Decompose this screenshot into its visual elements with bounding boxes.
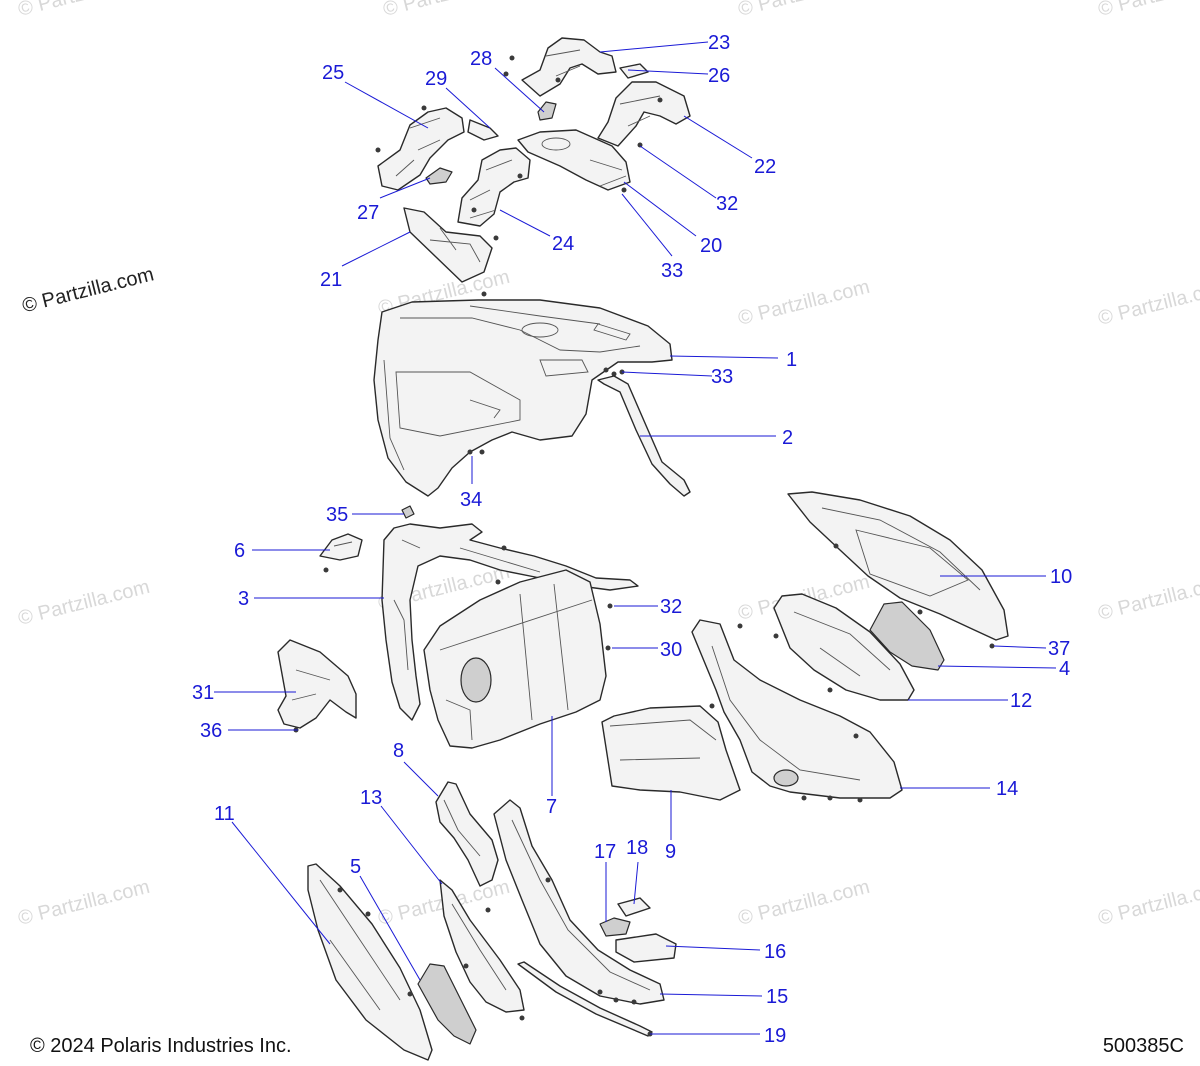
- hardware-screws-top: [375, 55, 663, 241]
- callout-26[interactable]: 26: [708, 65, 730, 87]
- hardware-screws-bottom: [337, 877, 653, 1037]
- part-4-duct[interactable]: [869, 601, 945, 671]
- callout-9[interactable]: 9: [665, 841, 676, 863]
- callout-11[interactable]: 11: [214, 803, 235, 825]
- callout-36[interactable]: 36: [200, 720, 222, 742]
- callout-8[interactable]: 8: [393, 740, 404, 762]
- watermark: © Partzilla.com: [16, 0, 152, 21]
- part-24-bracket[interactable]: [457, 147, 531, 227]
- part-6-bracket[interactable]: [319, 533, 363, 561]
- part-29-bracket[interactable]: [467, 119, 499, 141]
- callout-34[interactable]: 34: [460, 489, 482, 511]
- callout-labels: 1 2 3 4 5 6 7 8 9 10 11 12 13 14 15 16 1…: [192, 32, 1072, 1047]
- callout-24[interactable]: 24: [552, 233, 574, 255]
- document-number: 500385C: [1102, 1035, 1184, 1057]
- part-15-floor-panel[interactable]: [493, 799, 665, 1005]
- part-17-block[interactable]: [599, 917, 631, 937]
- part-13-bracket[interactable]: [439, 879, 525, 1013]
- part-12-panel[interactable]: [773, 593, 915, 701]
- part-22-bracket[interactable]: [597, 81, 691, 147]
- callout-35[interactable]: 35: [326, 504, 348, 526]
- callout-23[interactable]: 23: [708, 32, 730, 54]
- part-1-cab-cover[interactable]: [373, 299, 673, 497]
- copyright-text: © 2024 Polaris Industries Inc.: [30, 1035, 292, 1057]
- callout-15[interactable]: 15: [766, 986, 788, 1008]
- callout-30[interactable]: 30: [660, 639, 682, 661]
- watermark: © Partzilla.com: [16, 576, 152, 630]
- part-14-floor-panel[interactable]: [691, 619, 903, 799]
- part-9-duct[interactable]: [601, 705, 741, 801]
- watermark: © Partzilla.com: [381, 0, 517, 21]
- part-7-floor-panel[interactable]: [423, 569, 607, 749]
- part-11-side-panel[interactable]: [307, 863, 433, 1061]
- part-18-block[interactable]: [617, 897, 651, 917]
- part-26-bracket[interactable]: [619, 63, 649, 79]
- part-16-pad[interactable]: [615, 933, 677, 963]
- hardware-screws-cab: [467, 291, 625, 455]
- callout-32b[interactable]: 32: [660, 596, 682, 618]
- callout-3[interactable]: 3: [238, 588, 249, 610]
- part-20-duct[interactable]: [517, 129, 631, 191]
- watermark: © Partzilla.com: [736, 876, 872, 930]
- callout-7[interactable]: 7: [546, 796, 557, 818]
- callout-6[interactable]: 6: [234, 540, 245, 562]
- callout-31[interactable]: 31: [192, 682, 214, 704]
- callout-33b[interactable]: 33: [711, 366, 733, 388]
- callout-19[interactable]: 19: [764, 1025, 786, 1047]
- part-23-bracket[interactable]: [521, 37, 617, 97]
- part-31-bracket[interactable]: [277, 639, 357, 729]
- callout-13[interactable]: 13: [360, 787, 382, 809]
- callout-33[interactable]: 33: [661, 260, 683, 282]
- callout-37[interactable]: 37: [1048, 638, 1070, 660]
- callout-17[interactable]: 17: [594, 841, 616, 863]
- watermark: © Partzilla.com: [1096, 571, 1200, 625]
- callout-21[interactable]: 21: [320, 269, 342, 291]
- part-27-clip[interactable]: [425, 167, 453, 185]
- watermark: © Partzilla.com: [1096, 276, 1200, 330]
- watermark: © Partzilla.com: [16, 876, 152, 930]
- hardware-screws-right: [709, 543, 995, 803]
- part-25-bracket[interactable]: [377, 107, 465, 191]
- callout-4[interactable]: 4: [1059, 658, 1070, 680]
- leader-lines: [214, 41, 1057, 1035]
- part-35-clip[interactable]: [401, 505, 415, 519]
- part-5-panel[interactable]: [417, 963, 477, 1045]
- watermark: © Partzilla.com: [1096, 0, 1200, 21]
- callout-28[interactable]: 28: [470, 48, 492, 70]
- callout-29[interactable]: 29: [425, 68, 447, 90]
- callout-20[interactable]: 20: [700, 235, 722, 257]
- watermark: © Partzilla.com: [1096, 876, 1200, 930]
- callout-32[interactable]: 32: [716, 193, 738, 215]
- hardware-screws-mid: [293, 545, 613, 733]
- callout-12[interactable]: 12: [1010, 690, 1032, 712]
- part-21-tray[interactable]: [403, 207, 493, 283]
- watermark: © Partzilla.com: [736, 0, 872, 21]
- part-19-strip[interactable]: [517, 961, 653, 1037]
- callout-22[interactable]: 22: [754, 156, 776, 178]
- callout-10[interactable]: 10: [1050, 566, 1072, 588]
- callout-27[interactable]: 27: [357, 202, 379, 224]
- part-10-side-panel[interactable]: [787, 491, 1009, 641]
- callout-2[interactable]: 2: [782, 427, 793, 449]
- watermark: © Partzilla.com: [736, 276, 872, 330]
- callout-5[interactable]: 5: [350, 856, 361, 878]
- part-28-pad[interactable]: [537, 101, 557, 121]
- callout-18[interactable]: 18: [626, 837, 648, 859]
- callout-14[interactable]: 14: [996, 778, 1018, 800]
- part-8-bracket[interactable]: [435, 781, 499, 887]
- callout-1[interactable]: 1: [786, 349, 797, 371]
- callout-25[interactable]: 25: [322, 62, 344, 84]
- callout-16[interactable]: 16: [764, 941, 786, 963]
